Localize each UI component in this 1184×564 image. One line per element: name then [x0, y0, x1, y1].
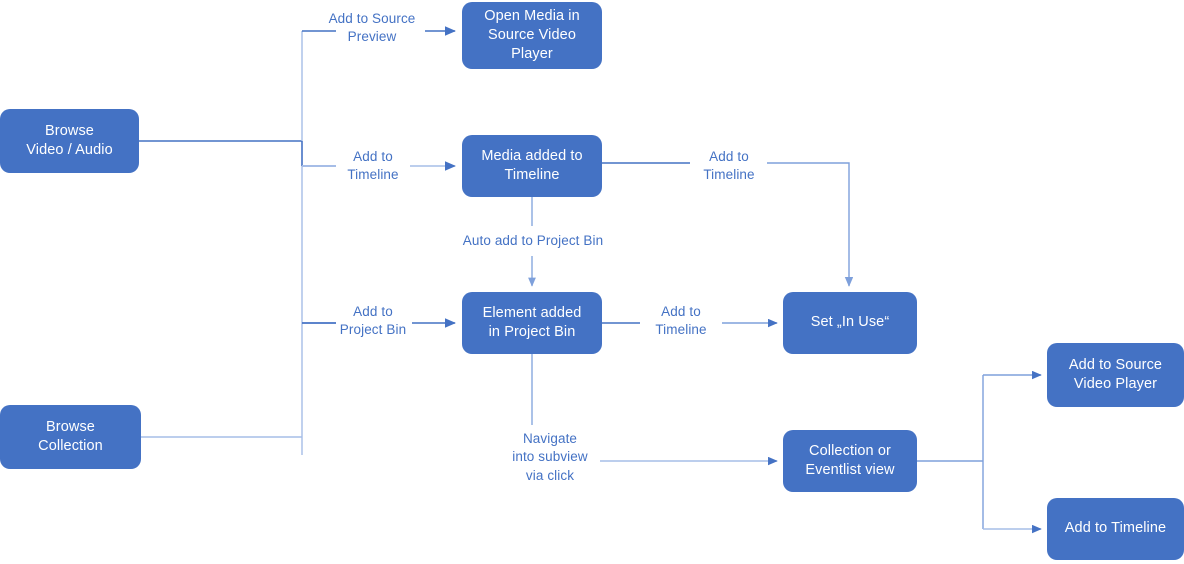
node-label: Add to Source Video Player	[1068, 356, 1163, 392]
edge-browse-video-trunk	[139, 31, 303, 455]
edge-label-add-to-source-preview: Add to Source Preview	[328, 11, 416, 45]
node-label: Element added in Project Bin	[482, 304, 582, 340]
node-label: Collection or Eventlist view	[805, 442, 895, 478]
edge-label-navigate-into-subview-via-click: Navigate into subview via click	[512, 431, 588, 483]
node-set-in-use[interactable]: Set „In Use“	[783, 292, 917, 354]
node-label: Browse Video / Audio	[26, 122, 113, 158]
node-add-to-source-video-player[interactable]: Add to Source Video Player	[1047, 343, 1184, 407]
node-media-added-to-timeline[interactable]: Media added to Timeline	[462, 135, 602, 197]
edge-label-add-to-timeline-1: Add to Timeline	[347, 149, 399, 183]
node-label: Set „In Use“	[810, 314, 890, 331]
edge-label-add-to-timeline-2: Add to Timeline	[703, 149, 755, 183]
edge-collection-split	[917, 370, 1042, 534]
edge-label-auto-add-to-project-bin: Auto add to Project Bin	[462, 233, 604, 248]
edge-label-add-to-project-bin: Add to Project Bin	[339, 304, 407, 338]
node-element-added-in-project-bin[interactable]: Element added in Project Bin	[462, 292, 602, 354]
edge-label-add-to-timeline-3: Add to Timeline	[655, 304, 707, 338]
node-label: Open Media in Source Video Player	[484, 7, 580, 63]
node-label: Browse Collection	[38, 418, 103, 454]
node-collection-or-eventlist-view[interactable]: Collection or Eventlist view	[783, 430, 917, 492]
node-label: Media added to Timeline	[481, 147, 583, 183]
node-add-to-timeline-output[interactable]: Add to Timeline	[1047, 498, 1184, 560]
node-label: Add to Timeline	[1064, 520, 1167, 537]
node-browse-collection[interactable]: Browse Collection	[0, 405, 141, 469]
node-open-media-in-source-video-player[interactable]: Open Media in Source Video Player	[462, 2, 602, 69]
node-browse-video-audio[interactable]: Browse Video / Audio	[0, 109, 139, 173]
